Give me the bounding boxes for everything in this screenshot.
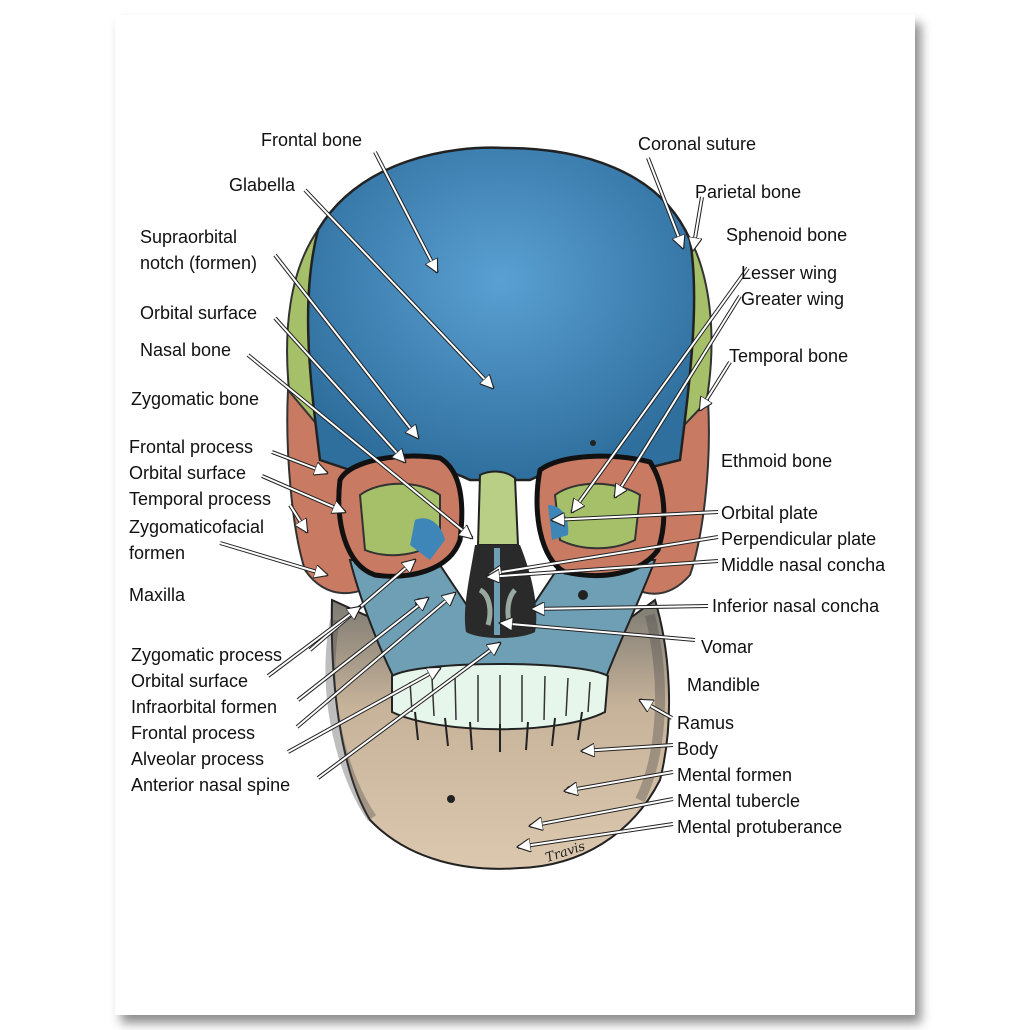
leader-arrow (247, 354, 472, 538)
leader-arrow (530, 798, 674, 826)
label-orbital-surface-upper: Orbital surface (140, 303, 258, 323)
leader-arrow (261, 475, 345, 512)
label-ramus: Ramus (677, 713, 735, 733)
leader-arrow (572, 267, 749, 512)
leader-arrow (640, 700, 673, 719)
label-mental-protuberance: Mental protuberance (677, 817, 843, 837)
label-zygomatic-bone: Zygomatic bone (131, 389, 260, 409)
leader-arrow (309, 560, 415, 651)
leader-arrow (304, 189, 493, 388)
leader-arrow (489, 536, 719, 574)
teeth (391, 663, 610, 752)
label-alveolar-process: Alveolar process (131, 749, 265, 769)
leader-arrow (289, 504, 307, 532)
leader-arrow (582, 745, 674, 751)
label-infraorbital-formen: Infraorbital formen (131, 697, 278, 717)
leader-arrow (267, 607, 360, 677)
label-zygomatic-process: Zygomatic process (131, 645, 283, 665)
label-parietal-bone: Parietal bone (695, 182, 802, 202)
leader-arrows (219, 151, 750, 847)
leader-arrow (518, 823, 674, 847)
frontal-bone (306, 146, 696, 482)
label-orbital-plate: Orbital plate (721, 503, 819, 523)
label-orbital-surface-zyg: Orbital surface (129, 463, 247, 483)
label-temporal-process: Temporal process (129, 489, 272, 509)
label-middle-nasal-concha: Middle nasal concha (721, 555, 886, 575)
leader-arrow (615, 295, 741, 497)
label-supraorbital-notch: Supraorbital notch (formen) (140, 227, 258, 273)
label-orbital-surface-max: Orbital surface (131, 671, 249, 691)
label-body: Body (677, 739, 719, 759)
label-temporal-bone: Temporal bone (729, 346, 849, 366)
skull-illustration (219, 146, 750, 870)
leader-arrow (274, 254, 418, 438)
label-frontal-process-zyg: Frontal process (129, 437, 254, 457)
leader-arrow (297, 598, 428, 701)
poster-sheet: Travis (115, 15, 915, 1015)
label-mandible: Mandible (687, 675, 761, 695)
label-lesser-wing: Lesser wing (741, 263, 838, 283)
leader-arrow (296, 593, 455, 728)
label-sphenoid-bone: Sphenoid bone (726, 225, 848, 245)
leader-arrow (693, 196, 703, 250)
label-nasal-bone: Nasal bone (140, 340, 232, 360)
label-vomar: Vomar (701, 637, 754, 657)
leader-arrow (274, 317, 405, 462)
label-glabella: Glabella (229, 175, 296, 195)
nasal-concha-left (478, 587, 493, 626)
label-greater-wing: Greater wing (741, 289, 845, 309)
label-coronal-suture: Coronal suture (638, 134, 757, 154)
leader-arrow (487, 560, 719, 577)
leader-arrow (271, 451, 327, 473)
label-ethmoid-bone: Ethmoid bone (721, 451, 833, 471)
label-mental-tubercle: Mental tubercle (677, 791, 801, 811)
leader-arrow (287, 668, 440, 753)
label-perpendicular-plate: Perpendicular plate (721, 529, 877, 549)
leader-arrow (219, 542, 327, 575)
label-zygomaticofacial-formen: Zygomaticofacial formen (129, 517, 265, 563)
leader-arrow (532, 606, 709, 609)
leader-arrow (700, 361, 731, 410)
leader-arrow (500, 623, 696, 641)
label-maxilla: Maxilla (129, 585, 186, 605)
leader-arrow (647, 157, 683, 248)
mental-foramen-left (447, 795, 455, 803)
label-inferior-nasal-concha: Inferior nasal concha (712, 596, 880, 616)
leader-arrow (552, 511, 719, 520)
nasal-bone (476, 470, 520, 546)
label-mental-formen: Mental formen (677, 765, 793, 785)
leader-arrow (374, 151, 437, 272)
label-anterior-nasal-spine: Anterior nasal spine (131, 775, 291, 795)
label-frontal-bone: Frontal bone (261, 130, 363, 150)
orbit-left (336, 453, 465, 579)
leader-arrow (565, 771, 674, 791)
label-frontal-process-max: Frontal process (131, 723, 256, 743)
infraorbital-foramen-right (578, 590, 588, 600)
leader-arrow (317, 643, 500, 779)
